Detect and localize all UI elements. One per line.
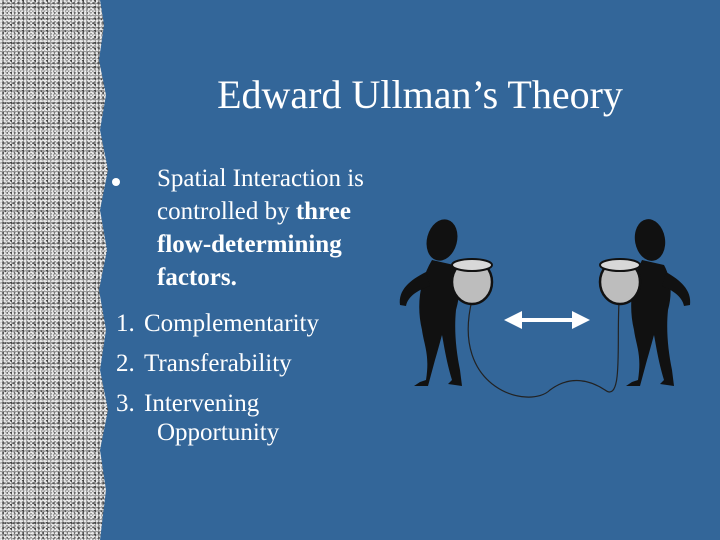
double-headed-arrow-icon bbox=[504, 311, 590, 329]
bullet-lead-text: Spatial Interaction is controlled by bbox=[157, 165, 364, 225]
list-item: 3. Intervening bbox=[116, 384, 416, 424]
slide-title: Edward Ullman’s Theory bbox=[217, 72, 623, 117]
list-item-number: 3. bbox=[116, 390, 135, 417]
person-with-tin-can-phone-icon bbox=[598, 219, 691, 386]
bullet-paragraph: Spatial Interaction is controlled by thr… bbox=[157, 162, 407, 294]
list-item-text: Intervening bbox=[144, 390, 260, 417]
list-item-number: 1. bbox=[116, 310, 135, 337]
strip-edge-icon bbox=[99, 0, 140, 540]
list-item: 2. Transferability bbox=[116, 344, 416, 384]
list-item: 1. Complementarity bbox=[116, 304, 416, 344]
list-item-text: Transferability bbox=[144, 350, 292, 377]
tin-can-phone-illustration bbox=[399, 219, 691, 398]
list-item-continuation: Opportunity bbox=[157, 419, 280, 446]
list-item-text: Complementarity bbox=[144, 310, 319, 337]
string-icon bbox=[467, 289, 621, 398]
bullet-icon bbox=[112, 178, 120, 186]
list-item-number: 2. bbox=[116, 350, 135, 377]
factor-list: 1. Complementarity 2. Transferability 3.… bbox=[116, 304, 416, 448]
person-with-tin-can-phone-icon bbox=[399, 219, 494, 386]
bullet-emphasis-text: three flow-determining factors. bbox=[157, 198, 351, 291]
